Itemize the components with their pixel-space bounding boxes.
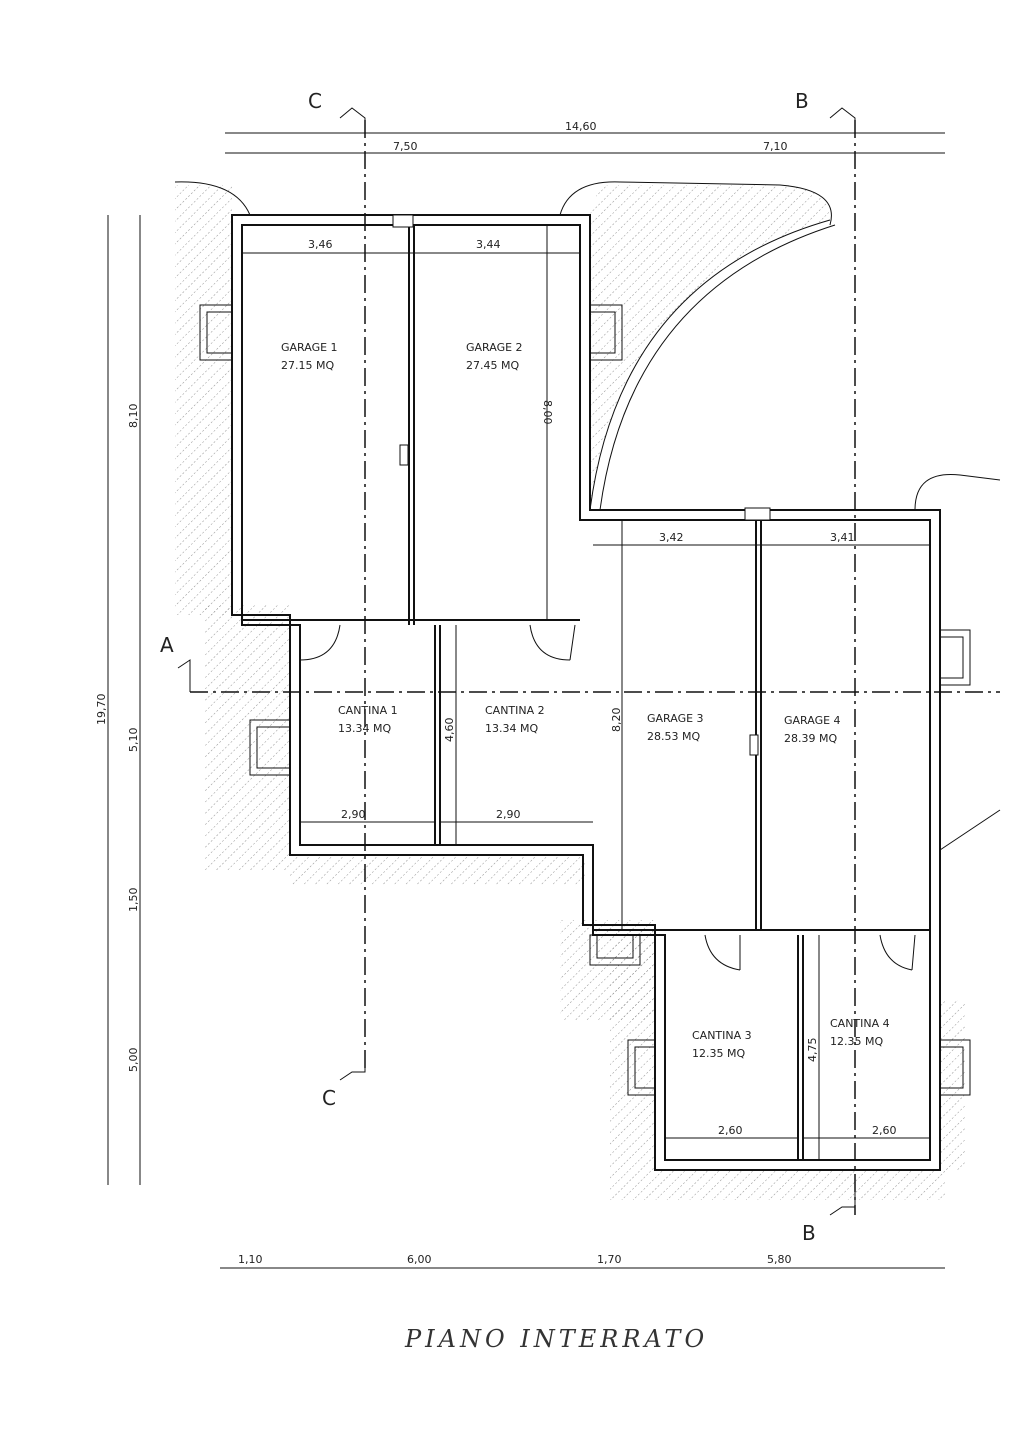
dim-left-4: 5,00: [127, 1048, 140, 1073]
room-garage-2: GARAGE 2 27.45 MQ: [466, 341, 523, 372]
room-area: 27.15 MQ: [281, 359, 334, 372]
dim-garage2-height: 8,00: [541, 400, 554, 425]
dim-garage2-width: 3,44: [476, 238, 501, 251]
dim-cantina1-width: 2,90: [341, 808, 366, 821]
room-garage-4: GARAGE 4 28.39 MQ: [784, 714, 841, 745]
dim-left-total: 19,70: [95, 694, 108, 726]
dim-garage1-width: 3,46: [308, 238, 333, 251]
room-cantina-2: CANTINA 2 13.34 MQ: [485, 704, 545, 735]
dim-cantina3-width: 2,60: [718, 1124, 743, 1137]
section-c-top-label: C: [308, 89, 322, 113]
section-c-bottom-label: C: [322, 1086, 336, 1110]
room-area: 28.53 MQ: [647, 730, 700, 743]
room-area: 12.35 MQ: [692, 1047, 745, 1060]
room-cantina-1: CANTINA 1 13.34 MQ: [338, 704, 398, 735]
section-b-top-label: B: [795, 89, 809, 113]
room-area: 13.34 MQ: [338, 722, 391, 735]
room-area: 12.35 MQ: [830, 1035, 883, 1048]
room-cantina-4: CANTINA 4 12.35 MQ: [830, 1017, 890, 1048]
room-name: CANTINA 3: [692, 1029, 752, 1042]
dim-garage3-width: 3,42: [659, 531, 684, 544]
room-garage-1: GARAGE 1 27.15 MQ: [281, 341, 338, 372]
dim-bottom-2: 6,00: [407, 1253, 432, 1266]
room-name: GARAGE 3: [647, 712, 704, 725]
dim-top-right: 7,10: [763, 140, 788, 153]
room-name: GARAGE 2: [466, 341, 523, 354]
room-name: CANTINA 4: [830, 1017, 890, 1030]
room-name: CANTINA 2: [485, 704, 545, 717]
dim-cantina2-width: 2,90: [496, 808, 521, 821]
dim-cantina4-height: 4,75: [806, 1038, 819, 1063]
dim-garage3-height: 8,20: [610, 708, 623, 733]
dimension-lines: [107, 132, 945, 1269]
dim-cantina2-height: 4,60: [443, 718, 456, 743]
room-cantina-3: CANTINA 3 12.35 MQ: [692, 1029, 752, 1060]
dim-left-2: 5,10: [127, 728, 140, 753]
dim-top-total: 14,60: [565, 120, 597, 133]
room-garage-3: GARAGE 3 28.53 MQ: [647, 712, 704, 743]
section-b-bottom-label: B: [802, 1221, 816, 1245]
room-name: GARAGE 4: [784, 714, 841, 727]
walls: [199, 214, 971, 1171]
dim-bottom-3: 1,70: [597, 1253, 622, 1266]
room-area: 28.39 MQ: [784, 732, 837, 745]
dim-left-1: 8,10: [127, 404, 140, 429]
room-name: CANTINA 1: [338, 704, 398, 717]
dim-bottom-4: 5,80: [767, 1253, 792, 1266]
dimension-labels: 14,60 7,50 7,10 19,70 8,10 5,10 1,50 5,0…: [95, 120, 897, 1266]
earth-hatching: [174, 181, 1001, 1200]
section-lines: [177, 107, 1000, 1216]
room-area: 13.34 MQ: [485, 722, 538, 735]
dim-left-3: 1,50: [127, 888, 140, 913]
room-name: GARAGE 1: [281, 341, 338, 354]
section-a-label: A: [160, 633, 174, 657]
room-area: 27.45 MQ: [466, 359, 519, 372]
dim-bottom-1: 1,10: [238, 1253, 263, 1266]
dim-cantina4-width: 2,60: [872, 1124, 897, 1137]
dim-garage4-width: 3,41: [830, 531, 855, 544]
dim-top-left: 7,50: [393, 140, 418, 153]
plan-title: PIANO INTERRATO: [404, 1325, 708, 1353]
